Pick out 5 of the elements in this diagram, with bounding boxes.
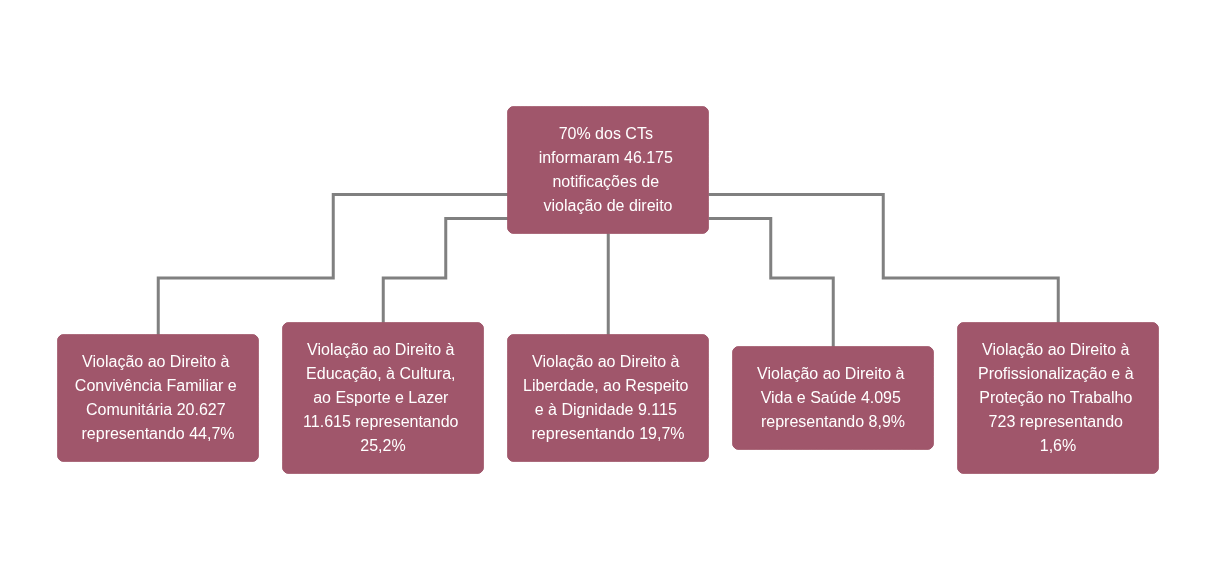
- connector: [708, 217, 835, 349]
- connector: [606, 232, 610, 337]
- connector: [381, 217, 509, 325]
- connector: [156, 193, 509, 337]
- connector: [708, 193, 1060, 325]
